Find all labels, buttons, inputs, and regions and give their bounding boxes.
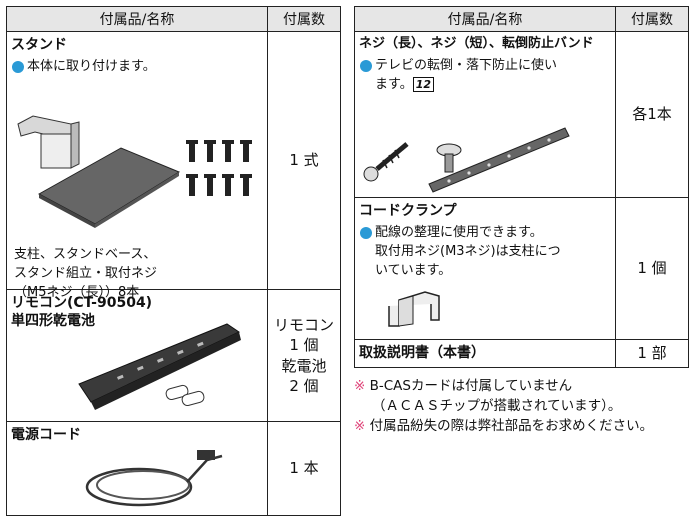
note-mark-icon: ※ xyxy=(354,378,366,394)
table-header: 付属品/名称 付属数 xyxy=(354,6,689,32)
table-row: コードクランプ 配線の整理に使用できます。取付用ネジ(M3ネジ)は支柱についてい… xyxy=(354,197,689,340)
header-item: 付属品/名称 xyxy=(354,6,616,32)
power-cord-cell: 電源コード xyxy=(6,421,268,516)
bullet-dot-icon xyxy=(360,59,372,72)
table-row: リモコン(CT-90504) 単四形乾電池 リモ xyxy=(6,289,341,422)
header-item: 付属品/名称 xyxy=(6,6,268,32)
screws-cell: ネジ（長）、ネジ（短）、転倒防止バンド テレビの転倒・落下防止に使います。12 xyxy=(354,31,616,198)
note-item: ※ 付属品紛失の際は弊社部品をお求めください。 xyxy=(354,418,654,434)
item-name: ネジ（長）、ネジ（短）、転倒防止バンド xyxy=(359,36,594,51)
item-note: 本体に取り付けます。 xyxy=(27,59,156,75)
item-name: リモコン(CT-90504) 単四形乾電池 xyxy=(11,295,153,330)
stand-cell: スタンド 本体に取り付けます。 xyxy=(6,31,268,300)
bullet-dot-icon xyxy=(360,227,372,240)
left-accessory-table: 付属品/名称 付属数 スタンド 本体に取り付けます。 xyxy=(6,6,341,516)
item-name: 電源コード xyxy=(11,427,81,443)
item-name: コードクランプ xyxy=(359,203,457,219)
qty-cell: 各1本 xyxy=(615,31,689,198)
qty-cell: 1 本 xyxy=(267,421,341,516)
header-qty: 付属数 xyxy=(267,6,341,32)
item-name: 取扱説明書（本書） xyxy=(359,345,485,362)
stand-illustration xyxy=(17,115,252,228)
qty-cell: 1 式 xyxy=(267,31,341,290)
table-row: スタンド 本体に取り付けます。 xyxy=(6,31,341,300)
qty-cell: 1 個 xyxy=(615,197,689,340)
qty-cell: 1 部 xyxy=(615,339,689,368)
bullet-dot-icon xyxy=(12,61,24,74)
table-row: 取扱説明書（本書） 1 部 xyxy=(354,339,689,368)
power-cord-illustration xyxy=(85,450,223,507)
remote-cell: リモコン(CT-90504) 単四形乾電池 xyxy=(6,289,268,422)
desc-line: 支柱、スタンドベース、 xyxy=(14,247,157,262)
note-line: （ＡＣＡＳチップが搭載されています）。 xyxy=(372,398,622,414)
notes: ※ B-CASカードは付属していません （ＡＣＡＳチップが搭載されています）。 … xyxy=(354,376,694,436)
page-ref-icon: 12 xyxy=(412,76,435,92)
item-name: スタンド xyxy=(11,37,67,53)
table-row: 電源コード 1 本 xyxy=(6,421,341,516)
manual-cell: 取扱説明書（本書） xyxy=(354,339,616,368)
table-row: ネジ（長）、ネジ（短）、転倒防止バンド テレビの転倒・落下防止に使います。12 … xyxy=(354,31,689,198)
table-header: 付属品/名称 付属数 xyxy=(6,6,341,32)
screws-illustration xyxy=(363,127,570,193)
remote-illustration xyxy=(78,323,241,410)
qty-cell: リモコン 1 個 乾電池 2 個 xyxy=(267,289,341,422)
note-item: ※ B-CASカードは付属していません xyxy=(354,378,573,394)
desc-line: スタンド組立・取付ネジ xyxy=(14,265,158,281)
header-qty: 付属数 xyxy=(615,6,689,32)
right-accessory-table: 付属品/名称 付属数 ネジ（長）、ネジ（短）、転倒防止バンド テレビの転倒・落下… xyxy=(354,6,689,368)
note-mark-icon: ※ xyxy=(354,418,366,434)
cord-clamp-cell: コードクランプ 配線の整理に使用できます。取付用ネジ(M3ネジ)は支柱についてい… xyxy=(354,197,616,340)
cord-clamp-illustration xyxy=(388,291,440,327)
